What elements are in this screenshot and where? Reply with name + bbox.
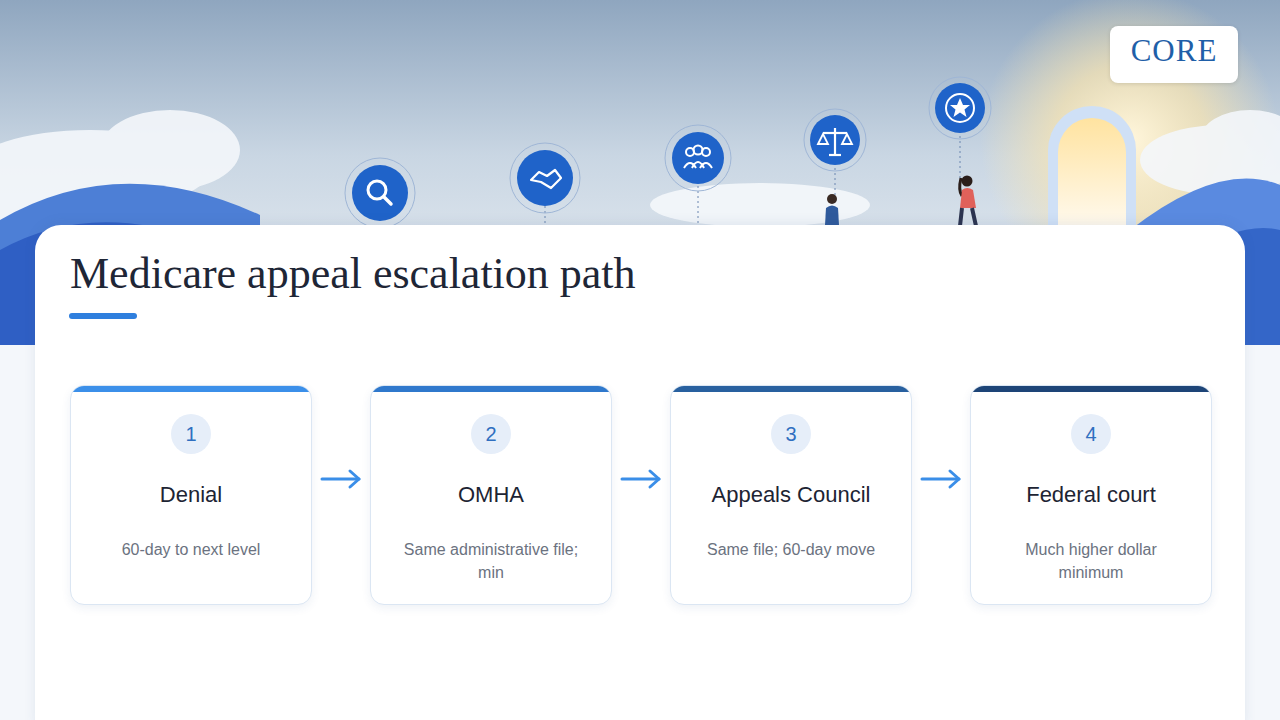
arrow-line [622,478,659,481]
step-number: 1 [171,414,211,454]
step-card: 3Appeals CouncilSame file; 60-day move [670,385,912,605]
step-description: Much higher dollar minimum [993,538,1189,584]
flow-arrow [322,471,359,487]
arrow-line [922,478,959,481]
step-description: Same administrative file; min [393,538,589,584]
step-number: 4 [1071,414,1111,454]
step-number: 2 [471,414,511,454]
card-accent-bar [671,386,911,392]
step-description: 60-day to next level [93,538,289,561]
glowing-arch [1048,106,1136,230]
step-heading: Federal court [971,482,1211,508]
logo-badge: CORE [1110,26,1238,83]
step-heading: OMHA [371,482,611,508]
arrow-head [950,471,959,487]
flow-arrow [622,471,659,487]
step-card: 1Denial 60-day to next level [70,385,312,605]
flow-arrow [922,471,959,487]
card-accent-bar [971,386,1211,392]
step-description: Same file; 60-day move [693,538,889,561]
step-card: 4Federal courtMuch higher dollar minimum [970,385,1212,605]
walking-people [825,176,976,227]
logo-text: CORE [1110,33,1238,69]
step-number: 3 [771,414,811,454]
arrow-head [650,471,659,487]
card-accent-bar [371,386,611,392]
title-underline [69,313,137,319]
step-heading: Appeals Council [671,482,911,508]
arrow-head [350,471,359,487]
diagram-title: Medicare appeal escalation path [70,248,636,299]
step-heading: Denial [71,482,311,508]
card-accent-bar [71,386,311,392]
milestone-icons [345,77,991,228]
step-card: 2OMHA Same administrative file; min [370,385,612,605]
arrow-line [322,478,359,481]
